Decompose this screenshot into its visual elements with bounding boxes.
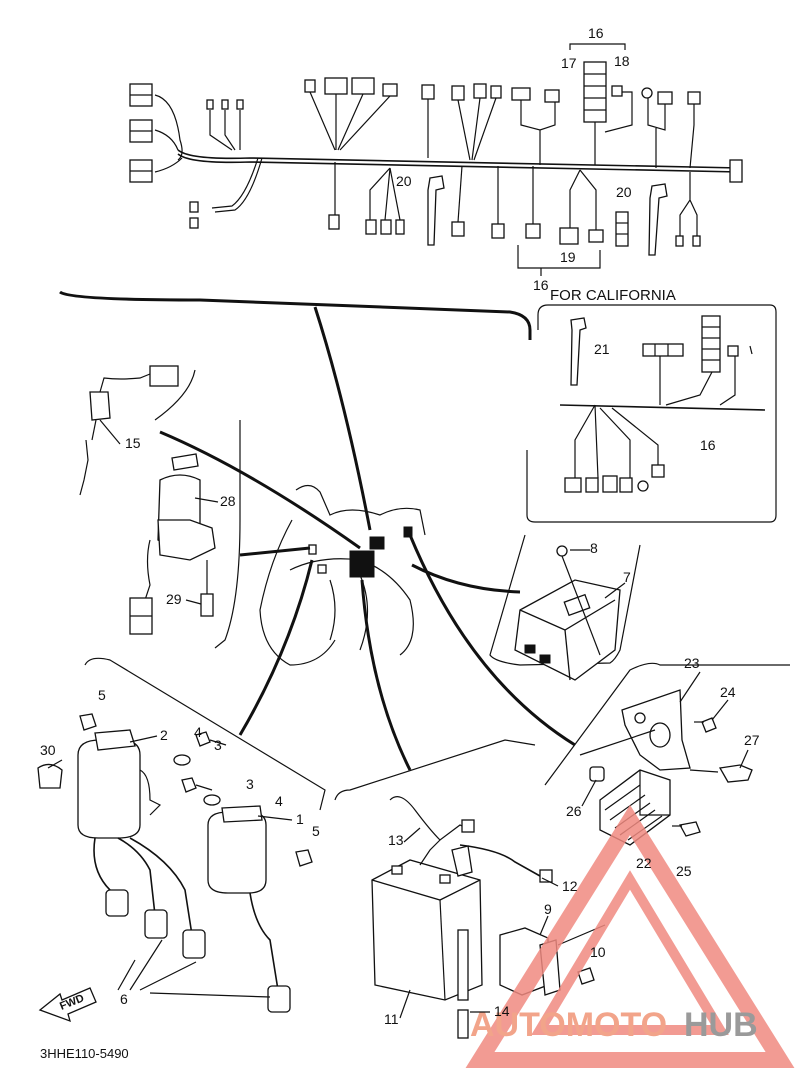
callout-9: 9 (544, 901, 552, 917)
callout-5-top: 5 (98, 687, 106, 703)
callout-28: 28 (220, 493, 236, 509)
forward-arrow (38, 987, 97, 1023)
callout-10: 10 (590, 944, 606, 960)
callout-27: 27 (744, 732, 760, 748)
callout-8: 8 (590, 540, 598, 556)
rectifier-panel (544, 662, 790, 846)
callout-13: 13 (388, 832, 404, 848)
callout-16-bottom: 16 (533, 277, 549, 293)
callout-29: 29 (166, 591, 182, 607)
ignition-coil-panel (37, 657, 326, 1013)
callout-11: 11 (384, 1011, 399, 1027)
callout-4-bottom: 4 (275, 793, 283, 809)
callout-24: 24 (720, 684, 736, 700)
callout-23: 23 (684, 655, 700, 671)
watermark-hub: HUB (684, 1006, 758, 1044)
callout-6: 6 (120, 991, 128, 1007)
callout-30: 30 (40, 742, 56, 758)
callout-12: 12 (562, 878, 578, 894)
ecu-panel (489, 534, 641, 681)
watermark-auto: AUTOMOTO (470, 1006, 667, 1044)
callout-20-right: 20 (616, 184, 632, 200)
callout-14: 14 (494, 1003, 510, 1019)
callout-5-bottom: 5 (312, 823, 320, 839)
callout-19: 19 (560, 249, 576, 265)
callout-22: 22 (636, 855, 652, 871)
callout-4-top: 4 (194, 724, 202, 740)
callout-17: 17 (561, 55, 577, 71)
callout-1: 1 (296, 811, 304, 827)
callout-leaders (47, 419, 749, 1019)
california-inset (526, 304, 777, 523)
callout-3-top: 3 (214, 737, 222, 753)
callout-18: 18 (614, 53, 630, 69)
wire-harness (129, 43, 743, 276)
inset-label-16: 16 (700, 437, 716, 453)
callout-15: 15 (125, 435, 141, 451)
callout-3-bottom: 3 (246, 776, 254, 792)
motorcycle-silhouette (59, 290, 576, 771)
callout-25: 25 (676, 863, 692, 879)
callout-7: 7 (623, 569, 631, 585)
warning-triangle-icon (465, 804, 795, 1068)
callout-2: 2 (160, 727, 168, 743)
part-code: 3HHE110-5490 (40, 1046, 129, 1061)
callout-16-top: 16 (588, 25, 604, 41)
callout-26: 26 (566, 803, 582, 819)
switch-panel (79, 365, 241, 649)
inset-title: FOR CALIFORNIA (550, 287, 676, 304)
callout-20-left: 20 (396, 173, 412, 189)
inset-label-21: 21 (594, 341, 610, 357)
